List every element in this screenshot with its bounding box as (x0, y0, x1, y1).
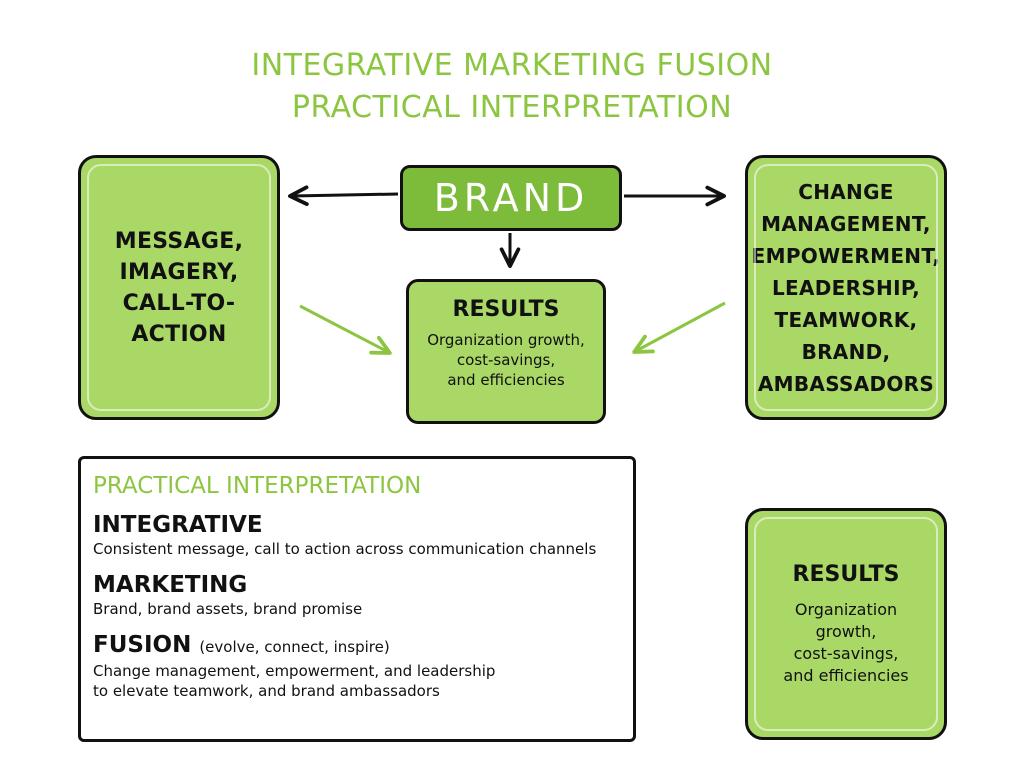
desc-line: to elevate teamwork, and brand ambassado… (93, 682, 440, 700)
interpretation-title: PRACTICAL INTERPRETATION (93, 473, 422, 499)
right-box-line: LEADERSHIP, (771, 275, 921, 300)
results-center-title: RESULTS (452, 297, 560, 322)
left-box-line: ACTION (131, 321, 227, 347)
results-right-line: growth, (815, 622, 877, 641)
term-fusion: FUSION (evolve, connect, inspire) (93, 632, 390, 658)
results-right-line: Organization (794, 600, 898, 619)
results-right-title: RESULTS (792, 562, 900, 587)
right-box-line: MANAGEMENT, (761, 211, 931, 236)
results-center-line: and efficiencies (447, 371, 565, 389)
results-right-desc: Organization growth, cost-savings, and e… (783, 599, 908, 687)
left-box-line: CALL-TO- (122, 290, 236, 316)
change-management-box: CHANGE MANAGEMENT, EMPOWERMENT, LEADERSH… (745, 155, 947, 420)
results-center-line: Organization growth, (427, 331, 585, 349)
term-marketing-desc: Brand, brand assets, brand promise (93, 599, 621, 619)
left-box-line: IMAGERY, (119, 259, 239, 285)
brand-label: BRAND (433, 176, 589, 220)
arrow-left-to-results (299, 304, 392, 355)
term-integrative: INTEGRATIVE (93, 512, 263, 538)
left-box-line: MESSAGE, (114, 228, 244, 254)
term-marketing: MARKETING (93, 572, 248, 598)
diagram-title-line-2: PRACTICAL INTERPRETATION (291, 90, 733, 125)
term-integrative-desc: Consistent message, call to action acros… (93, 539, 621, 559)
term-fusion-note: (evolve, connect, inspire) (199, 638, 390, 656)
diagram-title-line-1: INTEGRATIVE MARKETING FUSION (251, 48, 773, 83)
brand-box: BRAND (400, 165, 622, 231)
desc-line: Consistent message, call to action acros… (93, 540, 597, 558)
results-center-box: RESULTS Organization growth, cost-saving… (406, 279, 606, 424)
arrow-brand-to-left (288, 185, 399, 207)
practical-interpretation-box: PRACTICAL INTERPRETATION INTEGRATIVE Con… (78, 456, 636, 742)
right-box-line: BRAND, (801, 339, 891, 364)
right-box-line: CHANGE (798, 179, 894, 204)
results-center-line: cost-savings, (456, 351, 556, 369)
results-center-desc: Organization growth, cost-savings, and e… (427, 330, 585, 390)
results-right-line: and efficiencies (783, 666, 909, 685)
results-right-box: RESULTS Organization growth, cost-saving… (745, 508, 947, 740)
right-box-line: EMPOWERMENT, (751, 243, 941, 268)
results-right-line: cost-savings, (793, 644, 899, 663)
term-fusion-desc: Change management, empowerment, and lead… (93, 661, 621, 701)
arrow-right-to-results (632, 301, 726, 354)
desc-line: Change management, empowerment, and lead… (93, 662, 496, 680)
right-box-line: AMBASSADORS (757, 371, 935, 396)
message-imagery-box: MESSAGE, IMAGERY, CALL-TO- ACTION (78, 155, 280, 420)
desc-line: Brand, brand assets, brand promise (93, 600, 363, 618)
right-box-line: TEAMWORK, (774, 307, 918, 332)
